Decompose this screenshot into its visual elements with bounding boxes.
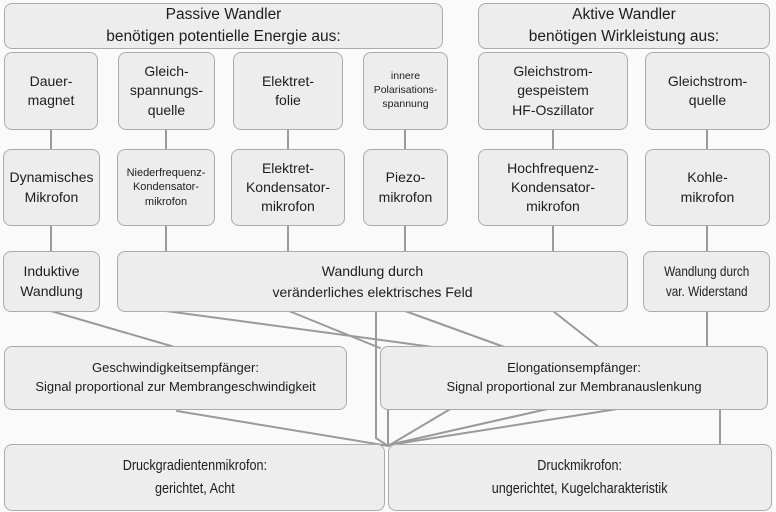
- connector-line: [387, 407, 453, 447]
- connector-line: [288, 310, 381, 349]
- box-aktive-wandler-header: Aktive Wandler benötigen Wirkleistung au…: [478, 3, 770, 49]
- box-piezomikrofon: Piezo- mikrofon: [363, 149, 448, 226]
- druckgradientenmikrofon-label: Druckgradientenmikrofon: gerichtet, Acht: [122, 457, 267, 497]
- connector-line: [50, 310, 179, 349]
- hf-oszillator-label: Gleichstrom- gespeistem HF-Oszillator: [512, 63, 594, 118]
- elektret-kondensatormikrofon-label: Elektret- Kondensator- mikrofon: [245, 159, 331, 215]
- box-wandlung-widerstand: Wandlung durch var. Widerstand: [643, 251, 770, 312]
- nf-kondensatormikrofon-label: Niederfrequenz- Kondensator- mikrofon: [126, 166, 206, 208]
- box-hf-oszillator: Gleichstrom- gespeistem HF-Oszillator: [478, 52, 628, 130]
- passive-wandler-header-label: Passive Wandler benötigen potentielle En…: [106, 6, 341, 45]
- connector-line: [387, 407, 553, 446]
- connector-line: [165, 310, 441, 349]
- elongationsempfaenger-label: Elongationsempfänger: Signal proportiona…: [446, 360, 702, 394]
- hf-kondensatormikrofon-label: Hochfrequenz- Kondensator- mikrofon: [507, 159, 599, 215]
- box-nf-kondensatormikrofon: Niederfrequenz- Kondensator- mikrofon: [117, 149, 215, 226]
- box-kohlemikrofon: Kohle- mikrofon: [645, 149, 770, 226]
- polarisationsspannung-label: innere Polarisations- spannung: [373, 70, 438, 110]
- connector-line: [404, 310, 508, 349]
- box-induktive-wandlung: Induktive Wandlung: [3, 251, 100, 312]
- box-geschwindigkeitsempfaenger: Geschwindigkeitsempfänger: Signal propor…: [4, 346, 347, 410]
- box-elektret-kondensatormikrofon: Elektret- Kondensator- mikrofon: [231, 149, 345, 226]
- box-gleichspannungsquelle: Gleich- spannungs- quelle: [118, 52, 215, 130]
- box-elektretfolie: Elektret- folie: [233, 52, 343, 130]
- induktive-wandlung-label: Induktive Wandlung: [20, 263, 83, 299]
- box-gleichstromquelle: Gleichstrom- quelle: [645, 52, 770, 130]
- box-druckmikrofon: Druckmikrofon: ungerichtet, Kugelcharakt…: [388, 444, 772, 511]
- wandlung-elektrisches-feld-label: Wandlung durch veränderliches elektrisch…: [272, 263, 473, 300]
- dynamisches-mikrofon-label: Dynamisches Mikrofon: [9, 169, 94, 205]
- gleichstromquelle-label: Gleichstrom- quelle: [667, 72, 748, 108]
- elektretfolie-label: Elektret- folie: [261, 72, 315, 108]
- connector-line: [552, 310, 601, 349]
- box-dynamisches-mikrofon: Dynamisches Mikrofon: [3, 149, 100, 226]
- box-hf-kondensatormikrofon: Hochfrequenz- Kondensator- mikrofon: [478, 149, 628, 226]
- connector-line: [176, 410, 390, 447]
- box-passive-wandler-header: Passive Wandler benötigen potentielle En…: [4, 3, 443, 49]
- kohlemikrofon-label: Kohle- mikrofon: [680, 169, 735, 205]
- dauermagnet-label: Dauer- magnet: [27, 72, 75, 108]
- box-druckgradientenmikrofon: Druckgradientenmikrofon: gerichtet, Acht: [4, 444, 385, 511]
- gleichspannungsquelle-label: Gleich- spannungs- quelle: [129, 63, 204, 118]
- box-elongationsempfaenger: Elongationsempfänger: Signal proportiona…: [380, 346, 768, 410]
- piezomikrofon-label: Piezo- mikrofon: [378, 169, 433, 205]
- wandlung-widerstand-label: Wandlung durch var. Widerstand: [663, 263, 750, 299]
- aktive-wandler-header-label: Aktive Wandler benötigen Wirkleistung au…: [528, 6, 720, 45]
- druckmikrofon-label: Druckmikrofon: ungerichtet, Kugelcharakt…: [492, 457, 668, 497]
- box-dauermagnet: Dauer- magnet: [4, 52, 98, 130]
- geschwindigkeitsempfaenger-label: Geschwindigkeitsempfänger: Signal propor…: [35, 360, 316, 394]
- connector-line: [388, 406, 631, 446]
- box-wandlung-elektrisches-feld: Wandlung durch veränderliches elektrisch…: [117, 251, 628, 312]
- box-polarisationsspannung: innere Polarisations- spannung: [363, 52, 448, 130]
